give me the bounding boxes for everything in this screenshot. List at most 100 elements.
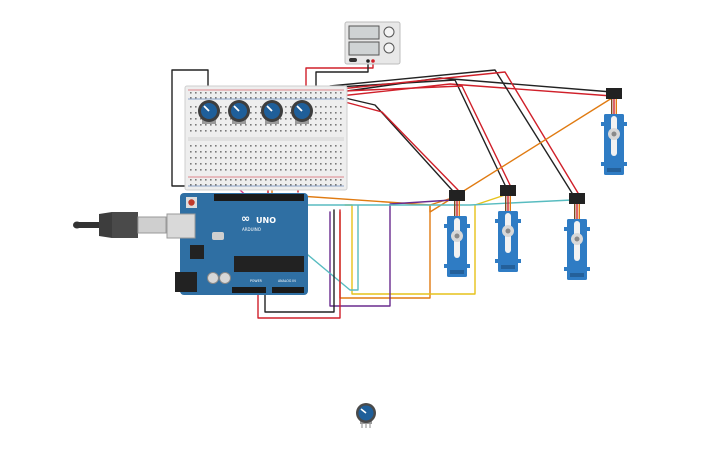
breadboard-hole bbox=[265, 124, 267, 126]
wire-psu-negative[interactable] bbox=[315, 61, 369, 97]
breadboard-hole bbox=[200, 124, 202, 126]
servo-wire-brown bbox=[611, 99, 613, 115]
breadboard-hole bbox=[315, 151, 317, 153]
breadboard-hole bbox=[255, 106, 257, 108]
wire-ground-left-loop[interactable] bbox=[171, 69, 209, 187]
breadboard-hole bbox=[220, 118, 222, 120]
arduino-uno-board[interactable]: ∞ UNO ARDUINO POWER ANALOG IN bbox=[166, 193, 308, 295]
breadboard-hole bbox=[220, 145, 222, 147]
breadboard-hole bbox=[285, 179, 287, 181]
breadboard-hole bbox=[210, 163, 212, 165]
breadboard-hole bbox=[305, 169, 307, 171]
servo-3[interactable] bbox=[564, 193, 590, 280]
breadboard-hole bbox=[310, 145, 312, 147]
breadboard-hole bbox=[325, 151, 327, 153]
servo-1[interactable] bbox=[444, 190, 470, 277]
breadboard-hole bbox=[230, 118, 232, 120]
wire-servo4-power[interactable] bbox=[339, 83, 613, 97]
psu-voltage-knob[interactable] bbox=[383, 26, 395, 38]
power-supply[interactable] bbox=[344, 21, 401, 65]
breadboard-hole bbox=[195, 157, 197, 159]
wire-servo1-power[interactable] bbox=[344, 101, 459, 191]
wire-servo2-power[interactable] bbox=[319, 85, 511, 186]
breadboard-hole bbox=[305, 130, 307, 132]
breadboard-hole bbox=[305, 179, 307, 181]
breadboard-hole bbox=[190, 106, 192, 108]
servo-shaft bbox=[505, 228, 511, 234]
breadboard-hole bbox=[295, 151, 297, 153]
breadboard-hole bbox=[225, 145, 227, 147]
potentiometer-2[interactable] bbox=[228, 100, 250, 124]
breadboard-hole bbox=[305, 92, 307, 94]
breadboard-hole bbox=[290, 130, 292, 132]
usb-cable[interactable] bbox=[73, 212, 167, 238]
breadboard-hole bbox=[205, 151, 207, 153]
wire-servo2-signal[interactable] bbox=[344, 194, 506, 295]
breadboard-hole bbox=[220, 184, 222, 186]
breadboard-hole bbox=[200, 163, 202, 165]
breadboard-hole bbox=[190, 130, 192, 132]
wire-servo2-ground[interactable] bbox=[319, 79, 506, 186]
breadboard-hole bbox=[195, 112, 197, 114]
breadboard-hole bbox=[330, 118, 332, 120]
breadboard-hole bbox=[240, 157, 242, 159]
breadboard-hole bbox=[220, 169, 222, 171]
breadboard-hole bbox=[270, 92, 272, 94]
servo-connector bbox=[569, 193, 585, 204]
breadboard-hole bbox=[235, 157, 237, 159]
breadboard-hole bbox=[320, 145, 322, 147]
psu-switch[interactable] bbox=[349, 58, 357, 62]
breadboard-hole bbox=[285, 130, 287, 132]
breadboard-hole bbox=[220, 179, 222, 181]
breadboard-hole bbox=[200, 145, 202, 147]
breadboard-hole bbox=[305, 157, 307, 159]
wire-bottom-black-loop[interactable] bbox=[264, 209, 335, 313]
breadboard-hole bbox=[315, 169, 317, 171]
breadboard-hole bbox=[250, 179, 252, 181]
potentiometer-4[interactable] bbox=[291, 100, 313, 124]
breadboard-hole bbox=[260, 118, 262, 120]
wire-bottom-red-loop[interactable] bbox=[257, 209, 341, 319]
breadboard-hole bbox=[190, 179, 192, 181]
breadboard-hole bbox=[205, 124, 207, 126]
breadboard-hole bbox=[230, 157, 232, 159]
wire-purple-signal[interactable] bbox=[329, 199, 453, 307]
breadboard-hole bbox=[210, 151, 212, 153]
breadboard-hole bbox=[320, 130, 322, 132]
breadboard-hole bbox=[245, 97, 247, 99]
breadboard-hole bbox=[265, 157, 267, 159]
breadboard-hole bbox=[330, 92, 332, 94]
breadboard-hole bbox=[310, 179, 312, 181]
spare-potentiometer[interactable] bbox=[356, 403, 376, 428]
breadboard-hole bbox=[190, 118, 192, 120]
breadboard-hole bbox=[220, 97, 222, 99]
servo-4[interactable] bbox=[601, 88, 627, 175]
breadboard-hole bbox=[195, 169, 197, 171]
breadboard-hole bbox=[320, 169, 322, 171]
wire-psu-positive[interactable] bbox=[305, 61, 374, 97]
breadboard-hole bbox=[260, 97, 262, 99]
wire-servo1-ground[interactable] bbox=[344, 97, 453, 191]
breadboard-hole bbox=[320, 124, 322, 126]
wire-servo3-power[interactable] bbox=[329, 71, 579, 194]
breadboard-hole bbox=[275, 145, 277, 147]
breadboard-hole bbox=[340, 124, 342, 126]
potentiometer-3[interactable] bbox=[261, 100, 283, 124]
breadboard-hole bbox=[255, 169, 257, 171]
wire-servo3-ground[interactable] bbox=[329, 69, 573, 194]
psu-current-knob[interactable] bbox=[383, 42, 395, 54]
breadboard-hole bbox=[225, 124, 227, 126]
breadboard-hole bbox=[215, 124, 217, 126]
breadboard-hole bbox=[205, 145, 207, 147]
breadboard-hole bbox=[210, 169, 212, 171]
servo-wire-red bbox=[576, 204, 578, 220]
servo-2[interactable] bbox=[495, 185, 521, 272]
breadboard-hole bbox=[205, 163, 207, 165]
wire-servo1-signal[interactable] bbox=[339, 197, 453, 299]
breadboard-hole bbox=[285, 97, 287, 99]
breadboard-hole bbox=[320, 118, 322, 120]
potentiometer-1[interactable] bbox=[198, 100, 220, 124]
breadboard-hole bbox=[270, 157, 272, 159]
breadboard-hole bbox=[295, 169, 297, 171]
